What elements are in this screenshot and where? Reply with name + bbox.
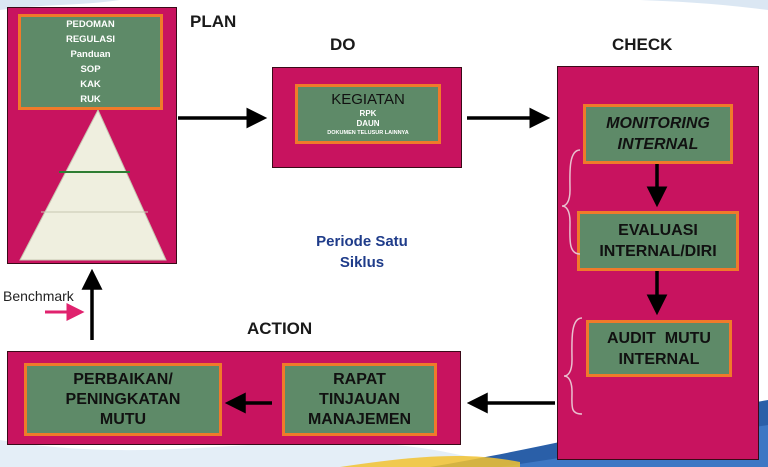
audit-line-2: INTERNAL [618,350,700,368]
perbaikan-line-1: PERBAIKAN/ [73,370,173,388]
plan-heading: PLAN [190,12,237,31]
monitoring-internal-box: MONITORING INTERNAL [583,104,733,164]
action-heading: ACTION [247,319,313,338]
perbaikan-line-2: PENINGKATAN [65,390,181,408]
plan-pyramid [19,108,167,261]
evaluasi-internal-box: EVALUASI INTERNAL/DIRI [577,211,739,271]
center-label-line-1: Periode Satu [316,233,408,250]
check-box: MONITORING INTERNAL EVALUASI INTERNAL/DI… [557,66,759,460]
perbaikan-line-3: MUTU [99,410,147,428]
kegiatan-title: KEGIATAN [331,91,405,108]
rapat-line-1: RAPAT [333,370,386,388]
kegiatan-item-rpk: RPK [359,109,377,118]
plan-box: PEDOMAN REGULASI Panduan SOP KAK RUK [7,7,177,264]
rapat-line-2: TINJAUAN [319,390,400,408]
evaluasi-line-2: INTERNAL/DIRI [599,243,717,260]
monitoring-line-2: INTERNAL [617,136,699,153]
plan-item-regulasi: REGULASI [65,34,116,45]
do-box: KEGIATAN RPK DAUN DOKUMEN TELUSUR LAINNY… [272,67,462,168]
center-label-line-2: Siklus [339,254,385,271]
kegiatan-item-daun: DAUN [356,119,380,128]
plan-item-sop: SOP [80,64,101,75]
kegiatan-box: KEGIATAN RPK DAUN DOKUMEN TELUSUR LAINNY… [295,84,441,144]
rapat-tinjauan-box: RAPAT TINJAUAN MANAJEMEN [282,363,437,436]
kegiatan-item-dokumen: DOKUMEN TELUSUR LAINNYA [327,130,409,136]
plan-item-panduan: Panduan [70,49,111,60]
rapat-line-3: MANAJEMEN [307,410,412,428]
action-box: PERBAIKAN/ PENINGKATAN MUTU RAPAT TINJAU… [7,351,461,445]
plan-item-ruk: RUK [80,94,101,105]
plan-document-list: PEDOMAN REGULASI Panduan SOP KAK RUK [18,14,163,110]
plan-item-pedoman: PEDOMAN [66,19,115,30]
plan-item-kak: KAK [80,79,101,90]
perbaikan-box: PERBAIKAN/ PENINGKATAN MUTU [24,363,222,436]
periode-satu-siklus-label: Periode Satu Siklus [300,231,424,273]
monitoring-line-1: MONITORING [606,115,710,132]
do-heading: DO [330,35,356,54]
evaluasi-line-1: EVALUASI [618,222,698,239]
audit-mutu-box: AUDIT MUTU INTERNAL [586,320,732,377]
check-heading: CHECK [612,35,673,54]
audit-line-1: AUDIT MUTU [607,329,711,347]
benchmark-label: Benchmark [3,288,74,304]
